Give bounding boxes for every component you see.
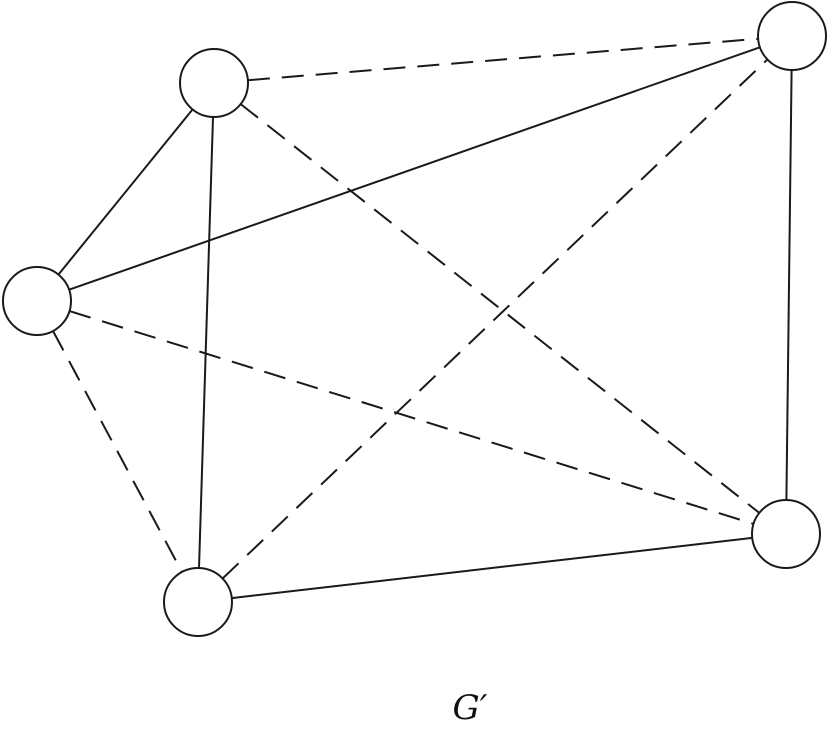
edge-n2-n4-dashed — [69, 310, 754, 525]
edge-n2-n3-dashed — [52, 330, 183, 573]
graph-node-n2 — [2, 266, 72, 336]
graph-caption: G′ — [453, 688, 488, 728]
edge-n1-n4-dashed — [240, 103, 760, 514]
edges-layer — [52, 37, 793, 600]
edge-n2-n1-solid — [57, 108, 194, 276]
edge-n1-n3-solid — [198, 116, 214, 569]
edge-n3-n5-dashed — [221, 58, 769, 580]
nodes-layer — [2, 1, 827, 637]
graph-node-n1 — [179, 48, 249, 118]
graph-node-n4 — [751, 499, 821, 569]
graph-node-n5 — [757, 1, 827, 71]
graph-node-n3 — [163, 567, 233, 637]
edge-n1-n5-dashed — [247, 37, 759, 82]
edge-n5-n2-solid — [68, 46, 761, 291]
edge-n3-n4-solid — [231, 536, 753, 600]
edge-n4-n5-solid — [785, 69, 793, 501]
